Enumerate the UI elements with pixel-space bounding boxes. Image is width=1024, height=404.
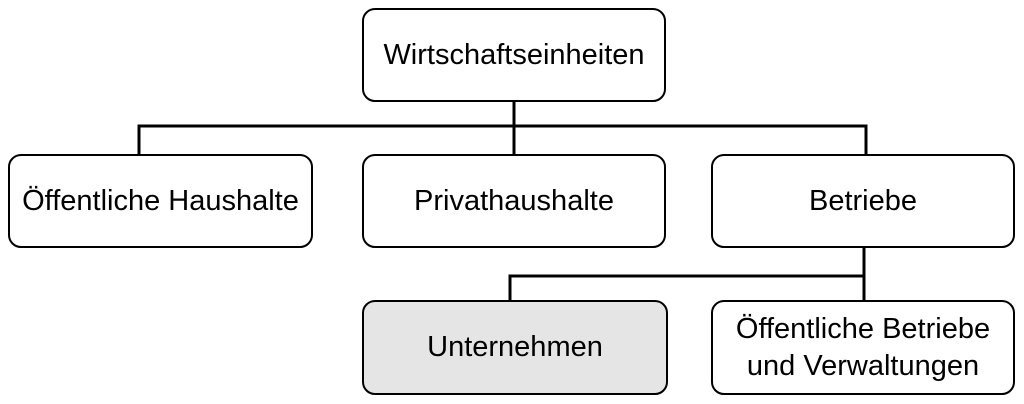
node-betriebe: Betriebe — [711, 154, 1015, 248]
node-label: Betriebe — [808, 184, 917, 217]
node-oeffentliche-betriebe-und-verwaltungen: Öffentliche Betriebe und Verwaltungen — [711, 300, 1015, 395]
node-label: Öffentliche Betriebe und Verwaltungen — [735, 313, 991, 382]
node-label: Wirtschaftseinheiten — [383, 38, 645, 71]
node-unternehmen: Unternehmen — [362, 300, 668, 395]
node-wirtschaftseinheiten: Wirtschaftseinheiten — [362, 8, 666, 102]
node-privathaushalte: Privathaushalte — [362, 154, 666, 248]
node-label: Öffentliche Haushalte — [22, 184, 299, 217]
node-label: Unternehmen — [427, 331, 603, 364]
node-label: Privathaushalte — [414, 184, 614, 217]
node-oeffentliche-haushalte: Öffentliche Haushalte — [8, 154, 313, 248]
